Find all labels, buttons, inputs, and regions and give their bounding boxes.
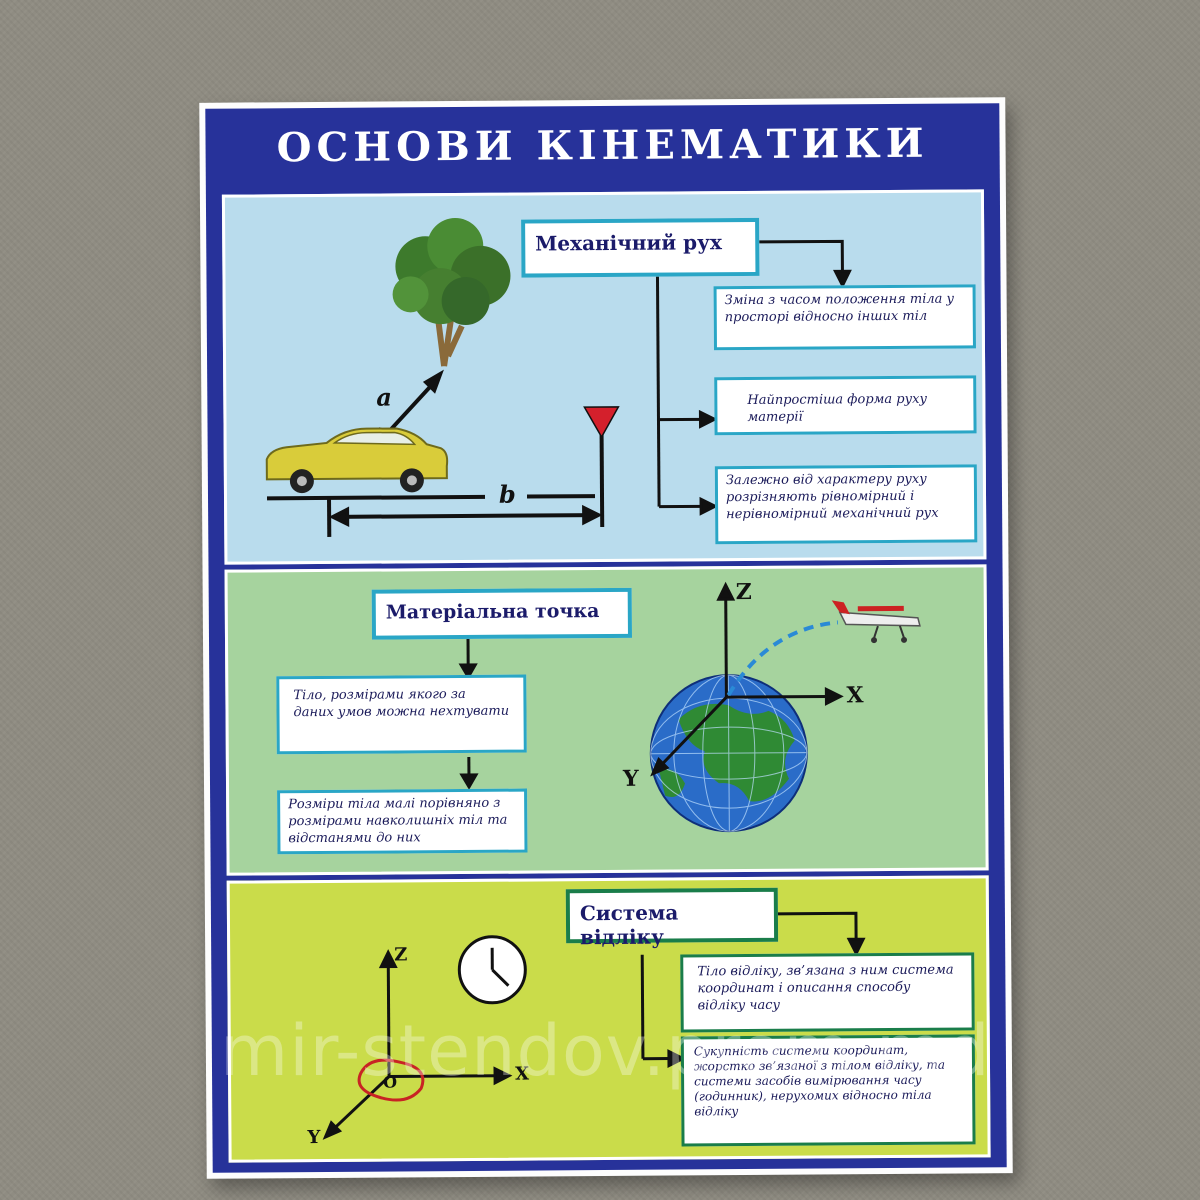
definition-box-2: Найпростіша форма руху матерії <box>714 375 977 436</box>
definition-box-5: Розміри тіла малі порівняно з розмірами … <box>277 788 528 855</box>
axis-y-label: Y <box>622 765 639 792</box>
heading-mechanical-motion: Механічний рух <box>521 217 760 278</box>
clock-icon <box>457 935 527 1005</box>
coordinate-axes <box>650 581 844 777</box>
kinematics-poster: ОСНОВИ КІНЕМАТИКИ <box>199 97 1013 1179</box>
poster-title: ОСНОВИ КІНЕМАТИКИ <box>276 119 929 172</box>
panel2-illustration <box>458 581 921 833</box>
definition-box-4: Тіло, розмірами якого за даних умов можн… <box>276 674 527 755</box>
axis-x-label: X <box>846 682 864 709</box>
panel1-illustration <box>265 218 852 537</box>
panel-material-point: Z X Y Матеріальна точка Тіло, розмірами … <box>224 564 989 876</box>
panel2-connectors <box>458 636 479 790</box>
panel3-illustration <box>322 911 866 1140</box>
definition-box-3: Залежно від характеру руху розрізняють р… <box>714 464 978 545</box>
red-flag-icon <box>583 406 620 439</box>
car-icon <box>265 427 449 494</box>
label-a: a <box>376 382 392 412</box>
definition-box-1: Зміна з часом положення тіла у просторі … <box>713 284 976 351</box>
panel3-connectors <box>640 911 866 1069</box>
panel-reference-frame: Z X Y O Система відліку Тіло відліку, зв… <box>226 875 991 1163</box>
axis-z-label-3: Z <box>394 944 408 966</box>
watermark-text: mir-stendov.prom.md <box>220 1010 991 1092</box>
axis-z-label: Z <box>735 578 752 606</box>
airplane-icon <box>831 600 921 644</box>
panel-mechanical-motion: a b Механічний рух Зміна з часом положен… <box>221 189 987 565</box>
axis-y-label-3: Y <box>307 1127 321 1149</box>
flight-path <box>726 620 839 697</box>
globe-icon <box>649 674 808 833</box>
heading-material-point: Матеріальна точка <box>371 587 632 640</box>
heading-reference-frame: Система відліку <box>565 887 779 949</box>
label-b: b <box>498 479 516 509</box>
reference-body-outline <box>357 1058 425 1102</box>
panel1-connectors <box>655 239 852 516</box>
poster-frame: ОСНОВИ КІНЕМАТИКИ <box>205 103 1007 1173</box>
distance-b-arrow <box>267 425 605 537</box>
coordinate-axes-3d <box>322 949 513 1140</box>
tree-icon <box>392 218 511 367</box>
